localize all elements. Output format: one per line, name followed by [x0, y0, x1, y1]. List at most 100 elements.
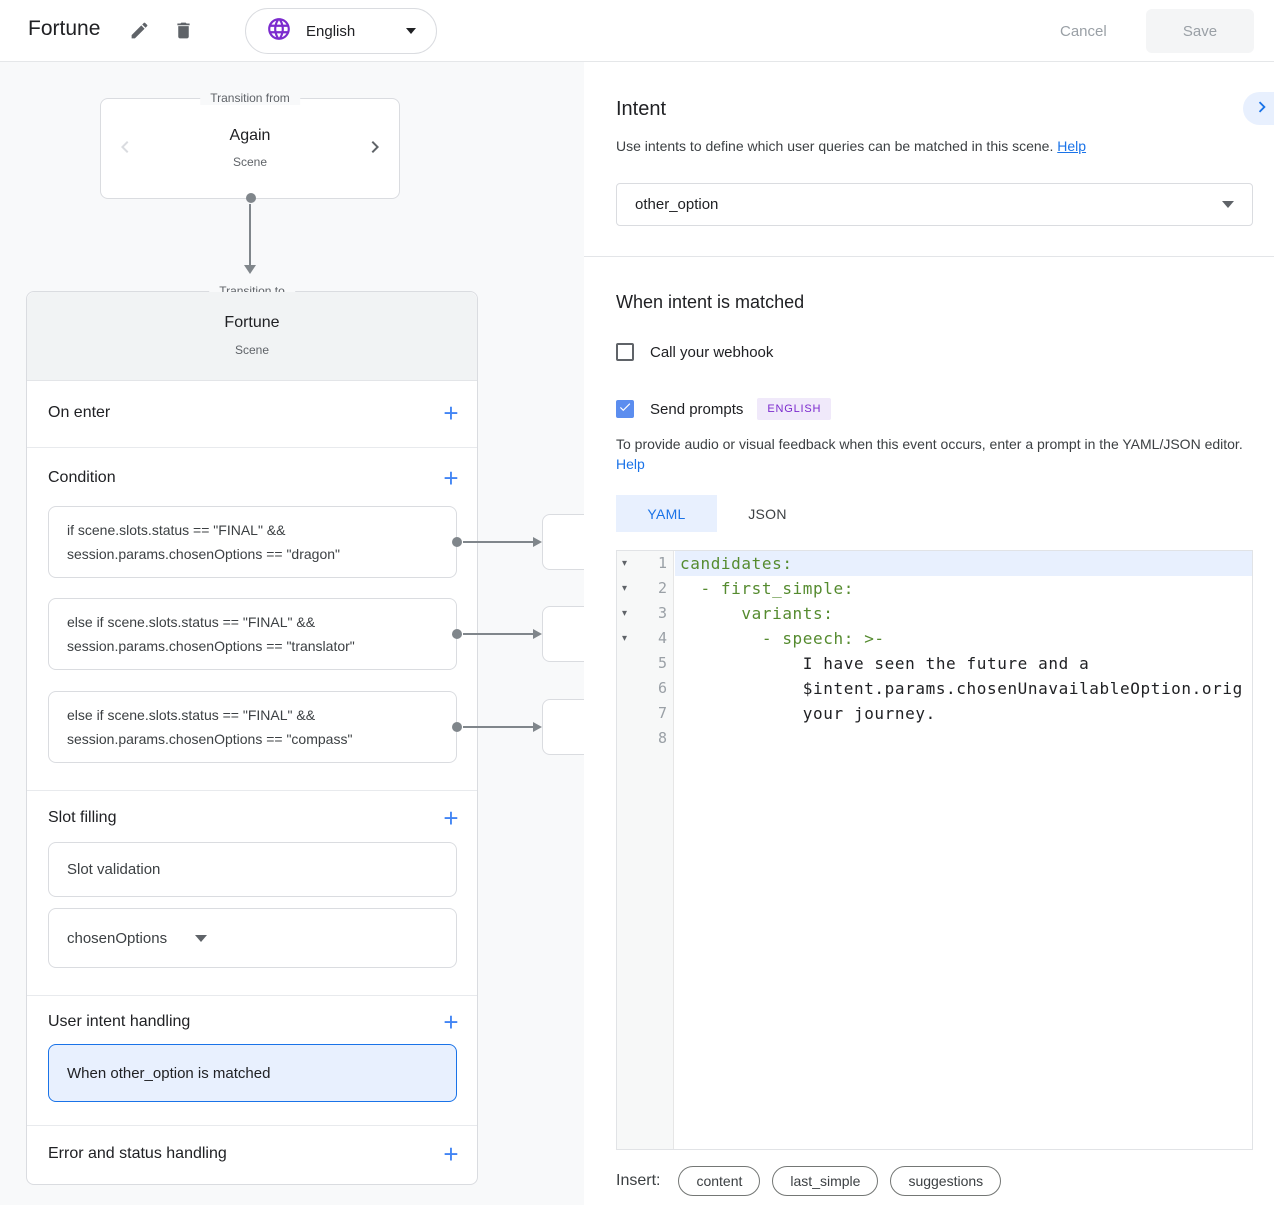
transition-from-legend: Transition from: [200, 91, 300, 105]
code-line: ▾ 1 candidates:: [617, 551, 1252, 576]
matched-heading: When intent is matched: [616, 292, 805, 312]
language-label: English: [306, 22, 356, 40]
yaml-code-editor[interactable]: ▾ 1 candidates: ▾ 2 - first_simple: ▾ 3 …: [616, 550, 1253, 1150]
connector-dot: [246, 193, 256, 203]
section-user-intent-handling: User intent handling When other_option i…: [27, 996, 477, 1126]
intent-handler-card-selected[interactable]: When other_option is matched: [48, 1044, 457, 1102]
intent-dropdown[interactable]: other_option: [616, 183, 1253, 226]
connector-line: [463, 633, 533, 635]
code-line: 6 $intent.params.chosenUnavailableOption…: [617, 676, 1252, 701]
on-enter-label: On enter: [48, 404, 111, 421]
insert-last-simple-chip[interactable]: last_simple: [772, 1166, 879, 1196]
webhook-checkbox[interactable]: [616, 343, 634, 361]
line-number: 3: [657, 604, 667, 622]
slot-validation-label: Slot validation: [67, 861, 161, 878]
insert-suggestions-chip[interactable]: suggestions: [890, 1166, 1002, 1196]
page-title: Fortune: [28, 17, 101, 40]
condition-card[interactable]: else if scene.slots.status == "FINAL" &&…: [48, 691, 457, 763]
connector-dot: [452, 629, 462, 639]
prompts-help-link[interactable]: Help: [616, 456, 645, 472]
condition-expression-line1: else if scene.slots.status == "FINAL" &&: [67, 707, 316, 723]
send-prompts-label: Send prompts: [650, 400, 744, 418]
arrow-down-icon: [244, 265, 256, 274]
connector-line: [249, 204, 251, 266]
intent-description-text: Use intents to define which user queries…: [616, 138, 1054, 154]
intent-detail-panel: Intent Use intents to define which user …: [584, 62, 1274, 1205]
code-text: variants:: [680, 604, 834, 623]
slot-card[interactable]: chosenOptions: [48, 908, 457, 968]
arrow-right-icon: [533, 629, 542, 639]
dropdown-caret-icon: [195, 934, 208, 942]
edit-scene-button[interactable]: [126, 19, 152, 45]
line-number: 1: [657, 554, 667, 572]
condition-label: Condition: [48, 469, 116, 486]
connector-dot: [452, 537, 462, 547]
line-number: 2: [657, 579, 667, 597]
tab-json[interactable]: JSON: [717, 495, 818, 532]
to-scene-type: Scene: [234, 343, 270, 357]
connector-dot: [452, 722, 462, 732]
cancel-button[interactable]: Cancel: [1044, 14, 1123, 48]
panel-title: Intent: [616, 98, 667, 120]
insert-content-chip[interactable]: content: [678, 1166, 761, 1196]
fold-toggle-icon[interactable]: ▾: [622, 608, 628, 619]
intent-handler-label: When other_option is matched: [67, 1064, 271, 1082]
line-number: 7: [657, 704, 667, 722]
connector-line: [463, 541, 533, 543]
code-line: 7 your journey.: [617, 701, 1252, 726]
add-intent-handler-button[interactable]: [437, 1008, 465, 1036]
fold-toggle-icon[interactable]: ▾: [622, 558, 628, 569]
code-line: ▾ 4 - speech: >-: [617, 626, 1252, 651]
from-scene-name: Again: [229, 127, 271, 144]
fold-toggle-icon[interactable]: ▾: [622, 633, 628, 644]
tab-yaml[interactable]: YAML: [616, 495, 717, 532]
code-line: 8: [617, 726, 1252, 751]
add-slot-button[interactable]: [437, 804, 465, 832]
connector-line: [463, 726, 533, 728]
add-on-enter-button[interactable]: [437, 399, 465, 427]
prompts-description: To provide audio or visual feedback when…: [616, 434, 1261, 474]
scene-header: Fortune Scene: [27, 292, 477, 381]
add-condition-button[interactable]: [437, 464, 465, 492]
condition-expression-line1: else if scene.slots.status == "FINAL" &&: [67, 614, 316, 630]
line-number: 8: [657, 729, 667, 747]
to-scene-name: Fortune: [224, 314, 280, 331]
line-number: 5: [657, 654, 667, 672]
condition-expression-line2: session.params.chosenOptions == "compass…: [67, 731, 353, 747]
condition-card[interactable]: if scene.slots.status == "FINAL" && sess…: [48, 506, 457, 578]
collapse-panel-button[interactable]: [1243, 92, 1274, 125]
chevron-right-icon: [1251, 101, 1273, 121]
add-error-handler-button[interactable]: [437, 1140, 465, 1168]
section-error-handling: Error and status handling: [27, 1126, 477, 1186]
arrow-right-icon: [533, 722, 542, 732]
help-link[interactable]: Help: [1057, 138, 1087, 154]
code-line: ▾ 3 variants:: [617, 601, 1252, 626]
dropdown-caret-icon: [1222, 201, 1234, 208]
prompts-description-text: To provide audio or visual feedback when…: [616, 436, 1243, 452]
language-selector[interactable]: English: [245, 8, 437, 54]
intent-description: Use intents to define which user queries…: [616, 138, 1086, 154]
send-prompts-checkbox[interactable]: [616, 400, 634, 418]
section-slot-filling: Slot filling Slot validation chosenOptio…: [27, 791, 477, 996]
webhook-label: Call your webhook: [650, 343, 774, 361]
intent-dropdown-value: other_option: [635, 196, 719, 213]
section-condition: Condition if scene.slots.status == "FINA…: [27, 448, 600, 791]
arrow-right-icon: [533, 537, 542, 547]
fold-toggle-icon[interactable]: ▾: [622, 583, 628, 594]
slot-validation-card[interactable]: Slot validation: [48, 842, 457, 897]
section-on-enter: On enter: [27, 381, 477, 448]
globe-icon: [246, 16, 292, 47]
code-text: $intent.params.chosenUnavailableOption.o…: [680, 679, 1243, 698]
next-scene-button[interactable]: [363, 135, 387, 159]
save-button[interactable]: Save: [1146, 9, 1254, 53]
scene-flow-canvas: Transition from Again Scene Transition t…: [0, 62, 600, 1205]
insert-label: Insert:: [616, 1172, 661, 1189]
previous-scene-button[interactable]: [113, 135, 137, 159]
trash-icon: [173, 22, 194, 44]
chevron-down-icon: [406, 28, 416, 34]
delete-scene-button[interactable]: [170, 19, 196, 45]
checkmark-icon: [618, 400, 632, 419]
condition-expression-line2: session.params.chosenOptions == "dragon": [67, 546, 340, 562]
condition-card[interactable]: else if scene.slots.status == "FINAL" &&…: [48, 598, 457, 670]
